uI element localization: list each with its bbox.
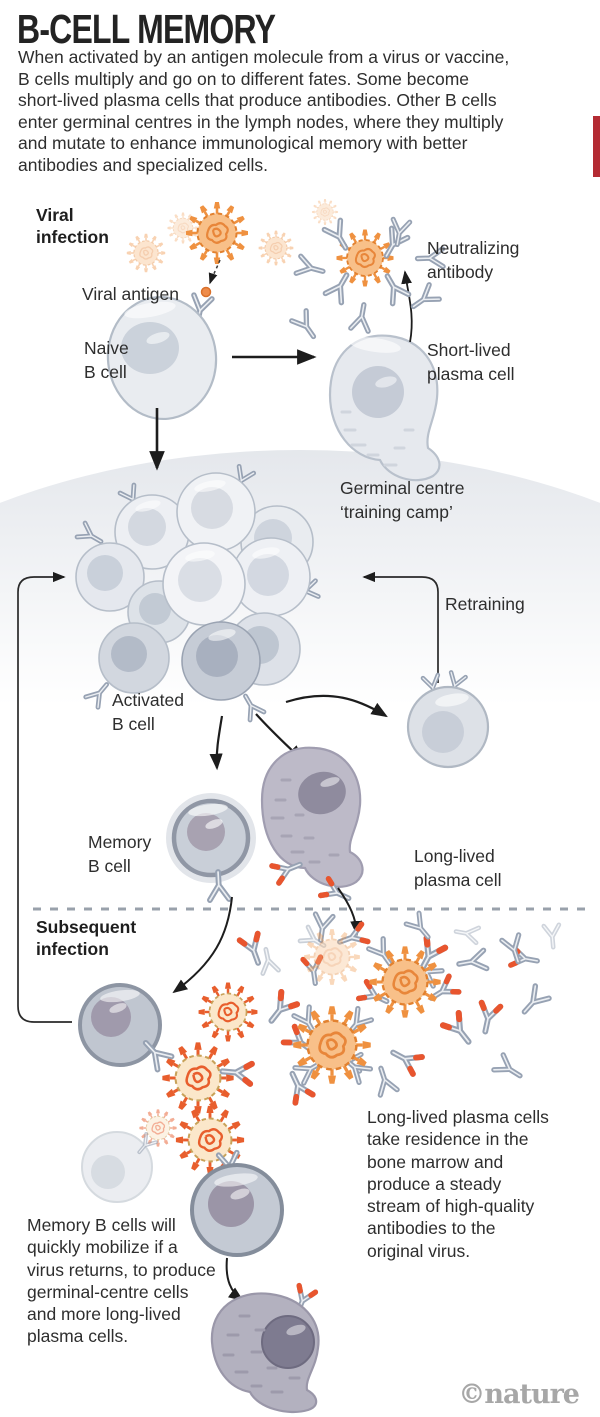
label-viral-infection: Viral infection [36, 205, 109, 247]
cluster-to-memory-arrow [209, 715, 224, 771]
memory-loop-line [17, 571, 72, 1023]
label-memory-b-cell: Memory B cell [88, 832, 152, 876]
germinal-centre-cluster [76, 466, 318, 720]
label-activated-b-cell: Activated B cell [112, 690, 184, 734]
intro-paragraph: When activated by an antigen molecule fr… [18, 47, 510, 175]
new-long-lived-plasma-cell-illustration [210, 1286, 320, 1414]
label-naive-b-cell: Naive B cell [84, 338, 129, 382]
subsequent-memory-b-cell-illustration [78, 983, 172, 1070]
retraining-loop-line [362, 571, 439, 683]
label-retraining: Retraining [445, 594, 525, 614]
viral-antigen-dot [200, 286, 212, 298]
page-title: B-CELL MEMORY [17, 6, 276, 52]
label-viral-antigen: Viral antigen [82, 284, 179, 304]
short-lived-plasma-cell-illustration [328, 334, 441, 482]
label-germinal-centre: Germinal centre ‘training camp’ [340, 478, 465, 522]
label-neutralizing-antibody: Neutralizing antibody [427, 238, 520, 282]
plasma-to-antibody-arrow [401, 270, 413, 343]
memory-b-cell-illustration [166, 793, 256, 900]
label-subsequent-infection: Subsequent infection [36, 917, 137, 959]
caption-memory-b-cells: Memory B cells will quickly mobilize if … [27, 1215, 216, 1347]
faint-b-cell-illustration [81, 1131, 158, 1203]
caption-long-lived-plasma-cells: Long-lived plasma cells take residence i… [367, 1107, 549, 1261]
red-accent-bar [593, 116, 600, 177]
nature-logo: ©nature [458, 1379, 580, 1410]
naive-b-cell-illustration [106, 292, 218, 421]
long-lived-plasma-cell-illustration [260, 746, 364, 907]
label-short-lived-plasma-cell: Short-lived plasma cell [427, 340, 515, 384]
virus-to-antigen-arrow [208, 259, 221, 285]
memory-to-subsequent-arrow [172, 896, 233, 994]
cluster-to-retraining-arrow [285, 694, 388, 718]
mobilized-b-cell-illustration [190, 1153, 284, 1257]
label-long-lived-plasma-cell: Long-lived plasma cell [414, 846, 502, 890]
retraining-cell-illustration [406, 672, 490, 769]
neutralizing-antibody-cluster [292, 219, 443, 341]
